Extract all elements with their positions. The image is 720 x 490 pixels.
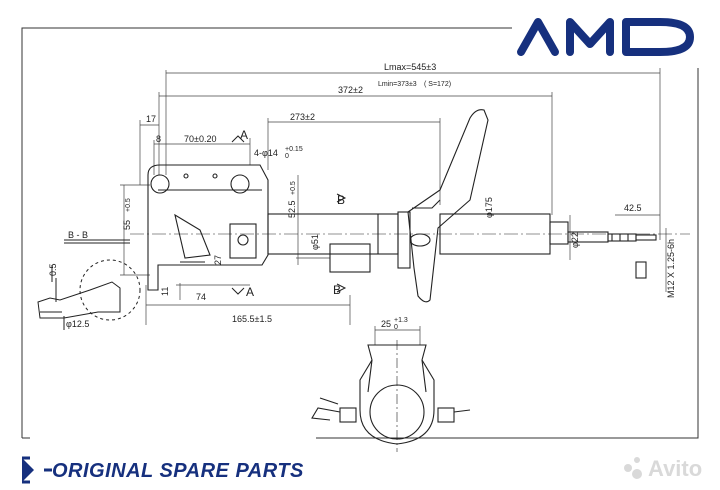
- dim-stroke: ( S=172): [424, 81, 451, 88]
- section-markers: [231, 135, 347, 295]
- dimension-lines: [120, 68, 667, 345]
- dim-11: 11: [160, 287, 170, 296]
- dim-thread: M12 X 1.25-6h: [666, 239, 676, 298]
- dim-05: 0.5: [48, 263, 58, 276]
- dim-22: φ22: [570, 232, 580, 248]
- strut-body: [130, 109, 690, 303]
- dim-17: 17: [146, 114, 156, 124]
- dim-55-tol: +0.5: [125, 198, 132, 212]
- dim-55: 55: [122, 220, 132, 230]
- section-label-a-top: A: [240, 128, 248, 142]
- dim-74: 74: [196, 292, 206, 302]
- dim-8: 8: [156, 134, 161, 144]
- dim-372: 372±2: [338, 85, 363, 95]
- footer-banner: ORIGINAL SPARE PARTS: [22, 456, 304, 484]
- dim-273: 273±2: [290, 112, 315, 122]
- dim-27: 27: [213, 255, 223, 265]
- dim-lmin: Lmin=373±3: [378, 81, 417, 88]
- dim-25-tol-up: +1.3: [394, 317, 408, 324]
- dim-25-tol-low: 0: [394, 324, 398, 331]
- section-bb-view: [37, 239, 141, 330]
- avito-watermark: Avito: [624, 456, 702, 481]
- dim-70: 70±0.20: [184, 134, 216, 144]
- dim-25: 25: [381, 319, 391, 329]
- section-label-b-right: B: [337, 193, 345, 207]
- dim-165: 165.5±1.5: [232, 314, 272, 324]
- dim-51: φ51: [310, 234, 320, 250]
- watermark-text: Avito: [648, 456, 702, 481]
- section-label-bb: B - B: [68, 230, 88, 240]
- dim-hole: 4-φ14: [254, 148, 278, 158]
- dim-hole-tol-up: +0.15: [285, 146, 303, 153]
- section-label-a-bottom: A: [246, 285, 254, 299]
- dim-42: 42.5: [624, 203, 642, 213]
- section-label-b-bottom: B: [333, 283, 341, 297]
- footer-text: ORIGINAL SPARE PARTS: [52, 460, 304, 482]
- dim-12: φ12.5: [66, 319, 89, 329]
- dim-hole-tol-low: 0: [285, 153, 289, 160]
- dim-52: 52.5: [287, 200, 297, 218]
- drawing-frame: [21, 27, 699, 439]
- amd-logo: [517, 18, 694, 56]
- section-aa-view: [311, 340, 471, 452]
- dim-52-tol: +0.5: [290, 181, 297, 195]
- dim-175: φ175: [484, 197, 494, 218]
- dim-lmax: Lmax=545±3: [384, 62, 436, 72]
